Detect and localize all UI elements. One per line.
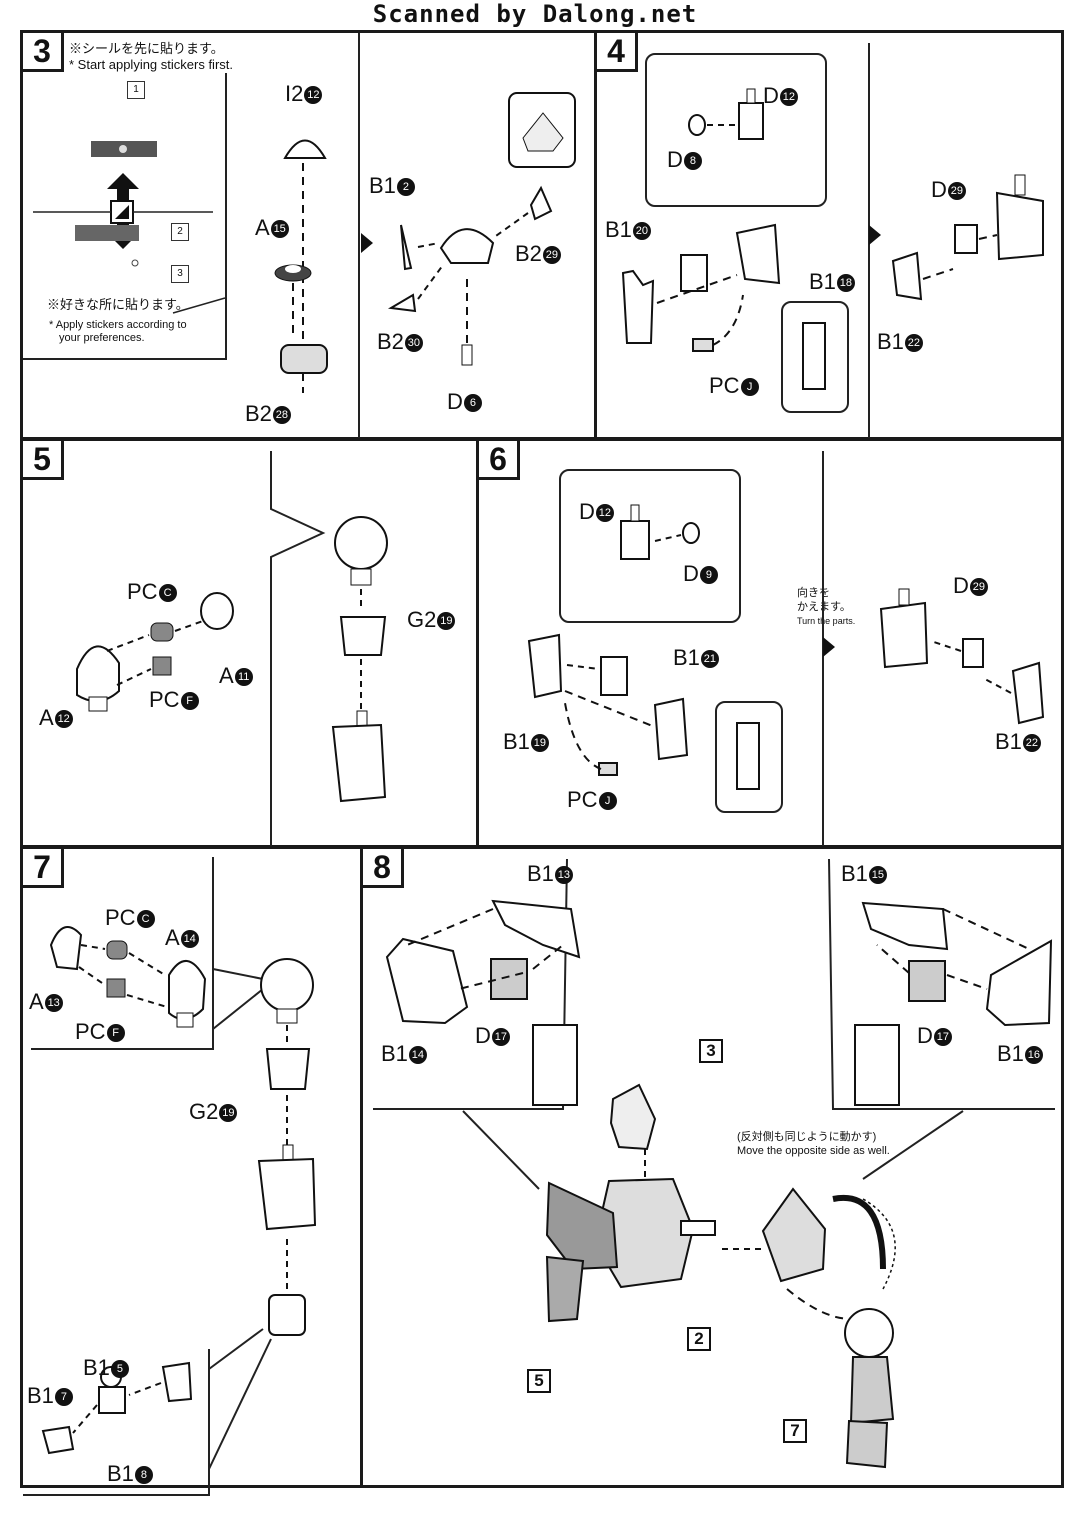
step-3-art — [274, 33, 576, 438]
turn-parts-en: Turn the parts. — [797, 616, 856, 626]
sticker-diagram — [33, 141, 226, 314]
move-opposite-en: Move the opposite side as well. — [737, 1145, 890, 1157]
ref-step-7: 7 — [783, 1419, 807, 1443]
step-5-art — [76, 451, 388, 846]
detail-bubble — [645, 53, 827, 207]
sticker-1-label: 1 — [127, 81, 145, 99]
scanner-banner: Scanned by Dalong.net — [372, 0, 698, 28]
sticker-first-en: * Start applying stickers first. — [69, 57, 233, 72]
step-7-art — [23, 857, 317, 1496]
step-number: 7 — [23, 849, 64, 888]
preference-en-1: * Apply stickers according to — [49, 319, 187, 331]
ref-step-3: 3 — [699, 1039, 723, 1063]
preference-jp: ※好きな所に貼ります。 — [47, 297, 189, 312]
move-opposite-jp: (反対側も同じように動かす) — [737, 1131, 877, 1143]
step-3-panel: 3 ※シールを先に貼ります。 * Start applying stickers… — [20, 30, 598, 440]
step-number: 6 — [479, 441, 520, 480]
step-number: 4 — [597, 33, 638, 72]
ref-step-2: 2 — [687, 1327, 711, 1351]
step-number: 3 — [23, 33, 64, 72]
preference-en-2: your preferences. — [59, 332, 145, 344]
step-6-art — [527, 451, 1045, 846]
step-8-art — [373, 858, 1055, 1469]
sticker-2-label: 2 — [171, 223, 189, 241]
ref-step-5: 5 — [527, 1369, 551, 1393]
sticker-first-jp: ※シールを先に貼ります。 — [69, 41, 224, 56]
step-number: 8 — [363, 849, 404, 888]
instruction-sheet: 3 ※シールを先に貼ります。 * Start applying stickers… — [20, 30, 1064, 1496]
step-number: 5 — [23, 441, 64, 480]
step-7-panel: 7 — [20, 846, 364, 1496]
sticker-subpanel: 1 2 3 ※好きな所に貼ります。 * Apply stickers accor… — [23, 73, 227, 360]
step-8-panel: 8 (反対側も同じように動かす) Move the opposite side … — [360, 846, 1064, 1488]
step-4-art — [621, 43, 1044, 438]
turn-parts-jp-1: 向きを — [797, 587, 830, 599]
sticker-3-label: 3 — [171, 265, 189, 283]
step-6-panel: 6 向きを かえます。 Turn the parts. — [476, 438, 1064, 848]
